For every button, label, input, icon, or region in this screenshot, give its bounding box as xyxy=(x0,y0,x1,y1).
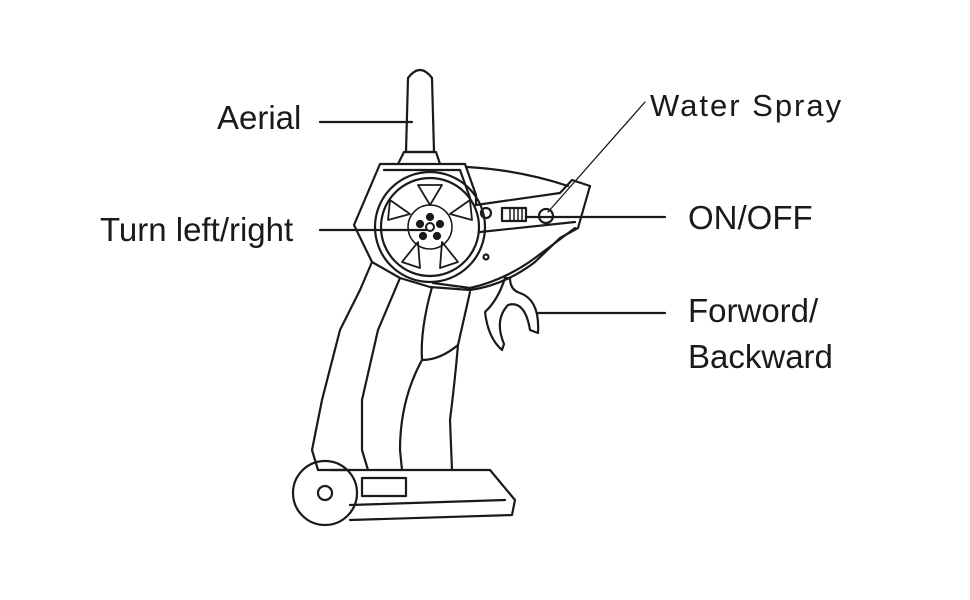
transmitter-head xyxy=(352,162,592,292)
power-switch xyxy=(500,206,528,223)
handle-grip xyxy=(310,260,472,472)
on-off-label: ON/OFF xyxy=(688,199,813,236)
water-spray-label: Water Spray xyxy=(650,88,844,123)
backward-label: Backward xyxy=(688,338,833,375)
aerial-antenna xyxy=(396,68,442,166)
steering-wheel xyxy=(373,170,487,284)
turn-label: Turn left/right xyxy=(100,211,294,248)
forward-label: Forword/ xyxy=(688,292,819,329)
aerial-label: Aerial xyxy=(217,99,302,136)
water-spray-leader-line xyxy=(547,101,646,213)
indicator-light xyxy=(479,206,493,220)
base-stand xyxy=(291,459,517,527)
throttle-trigger xyxy=(483,276,540,352)
